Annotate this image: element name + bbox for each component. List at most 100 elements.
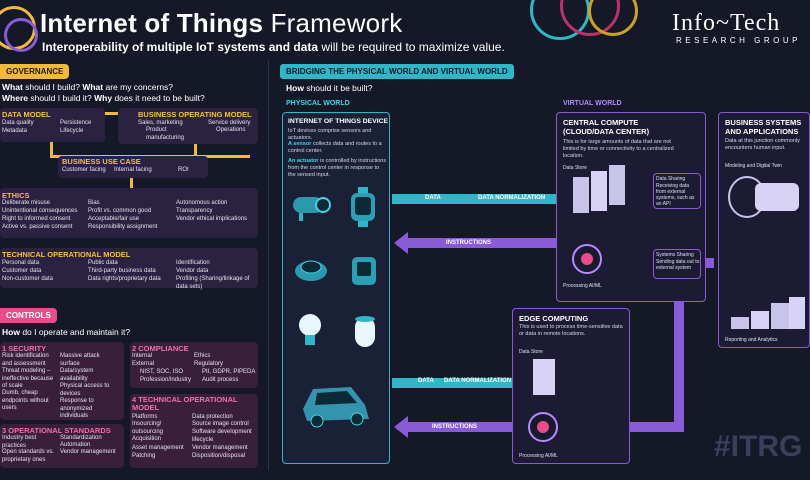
controls-tab: CONTROLS (0, 308, 57, 323)
governance-question-1: What should I build? What are my concern… (2, 82, 173, 93)
subtitle-bold: Interoperability of multiple IoT systems… (42, 40, 319, 54)
vertical-divider (268, 60, 269, 470)
controls-question: How do I operate and maintain it? (2, 327, 130, 338)
edge-computing-title: EDGE COMPUTING (519, 314, 589, 323)
security-item: Dumb, cheap endpoints without users (2, 390, 49, 411)
smart-speaker-icon (355, 316, 375, 347)
reporting-label: Reporting and Analytics (725, 337, 778, 343)
data-model-item: Persistence (60, 120, 92, 126)
data-model-item: Metadata (2, 128, 28, 134)
business-systems-title: BUSINESS SYSTEMS AND APPLICATIONS (725, 118, 802, 136)
tracker-icon (352, 257, 376, 285)
central-compute-title: CENTRAL COMPUTE (CLOUD/DATA CENTER) (563, 118, 650, 136)
operational-standards-box: 3 OPERATIONAL STANDARDS Industry best pr… (0, 424, 124, 468)
business-operating-model-title: BUSINESS OPERATING MODEL (138, 110, 252, 119)
q-how: How (2, 327, 20, 337)
compliance-title: 2 COMPLIANCE (132, 344, 189, 353)
virtual-world-label: VIRTUAL WORLD (563, 100, 622, 107)
compliance-item: PII, GDPR, PIPEDA (202, 369, 256, 375)
compliance-box: 2 COMPLIANCE Internal Ethics External Re… (130, 342, 258, 388)
buc-item: ROI (178, 167, 189, 173)
instructions-label-top: INSTRUCTIONS (446, 240, 491, 246)
opstd-item: Open standards vs. proprietary ones (2, 449, 55, 463)
instructions-arrow-top (408, 238, 608, 248)
business-systems-text: Data at this junction commonly encounter… (725, 138, 800, 151)
connector-bar (130, 176, 133, 188)
security-item: Risk identification and assessment (2, 353, 49, 367)
ctrl-tom-item: Insourcing/ outsourcing (132, 421, 164, 435)
bom-item: Sales, marketing (138, 120, 183, 126)
autonomous-car-icon (303, 387, 369, 428)
subtitle-rest: will be required to maximize value. (318, 40, 505, 54)
edge-to-central-link (626, 422, 684, 432)
ctrl-tom-item: Disposition/disposal (192, 453, 246, 459)
security-item: Massive attack surface (60, 353, 100, 367)
ctrl-tom-title: 4 TECHNICAL OPERATIONAL MODEL (132, 395, 238, 412)
page-subtitle: Interoperability of multiple IoT systems… (42, 40, 505, 54)
instructions-arrow-bottom-head (394, 416, 408, 438)
business-systems-panel: BUSINESS SYSTEMS AND APPLICATIONS Data a… (718, 112, 810, 348)
gov-tom-item: Data rights/proprietary data (88, 276, 161, 282)
data-arrow-top (392, 194, 562, 204)
compliance-item: Profession/industry (140, 377, 192, 383)
ctrl-tom-item: Vendor management (192, 445, 248, 451)
page-title: Internet of Things Framework (40, 8, 402, 39)
connector-bar (98, 112, 118, 115)
ctrl-tom-item: Asset management (132, 445, 184, 451)
light-bulb-icon (299, 314, 321, 345)
systems-sharing-box: Systems Sharing Sending data out to exte… (653, 249, 701, 279)
logo-subtitle: RESEARCH GROUP (676, 36, 802, 45)
central-compute-text: This is for large amounts of data that a… (563, 139, 674, 159)
systems-sharing-title: Systems Sharing (656, 252, 694, 258)
operational-standards-title: 3 OPERATIONAL STANDARDS (2, 426, 111, 435)
gov-tom-item: Customer data (2, 268, 42, 274)
security-item: Data/system availability (60, 368, 94, 382)
governance-question-2: Where should I build it? Why does it nee… (2, 93, 205, 104)
actuator-label: An actuator (288, 158, 319, 164)
iot-sensor-text: A sensor collects data and routes to a c… (288, 141, 388, 155)
gov-tom-item: Personal data (2, 260, 40, 266)
data-sharing-title: Data Sharing (656, 176, 686, 182)
opstd-item: Automation (60, 442, 91, 448)
data-arrow-bottom (392, 378, 522, 388)
smartwatch-icon (351, 187, 375, 227)
compliance-item: NIST, SOC, ISO (140, 369, 184, 375)
title-light: Framework (270, 8, 403, 38)
ethics-item: Active vs. passive consent (2, 224, 73, 230)
q-what-1: What (2, 82, 23, 92)
camera-icon (293, 197, 331, 221)
iot-device-text: IoT devices comprise sensors and actuato… (288, 128, 372, 141)
edge-to-central-arrow (674, 290, 684, 430)
ctrl-tom-item: Patching (132, 453, 156, 459)
compliance-item: Ethics (194, 353, 211, 359)
gov-tom-item: Third-party business data (88, 268, 156, 274)
central-compute-panel: CENTRAL COMPUTE (CLOUD/DATA CENTER) This… (556, 112, 706, 302)
ethics-item: Transparency (176, 208, 213, 214)
ctrl-tom-item: Data protection (192, 414, 233, 420)
ethics-item: Responsibility assignment (88, 224, 158, 230)
gov-tom-title: TECHNICAL OPERATIONAL MODEL (2, 250, 131, 259)
q-text-2: are my concerns? (103, 82, 174, 92)
instructions-label-bottom: INSTRUCTIONS (432, 424, 477, 430)
connector-bar (50, 140, 53, 158)
bom-item: Operations (216, 127, 246, 133)
business-use-case-box: BUSINESS USE CASE Customer facing Intern… (58, 156, 208, 178)
business-use-case-title: BUSINESS USE CASE (62, 157, 141, 166)
iot-actuator-text: An actuator is controlled by instruction… (288, 158, 388, 179)
ethics-item: Unintentional consequences (2, 208, 78, 214)
data-model-box: DATA MODEL Data quality Persistence Meta… (0, 108, 105, 142)
gov-tom-item: Non-customer data (2, 276, 54, 282)
gov-tom-item: Vendor data (176, 268, 209, 274)
sensor-label: A sensor (288, 141, 312, 147)
server-rack-icon (573, 165, 625, 213)
gov-tom-item: Profiling (Sharing/linkage of data sets) (176, 276, 250, 290)
opstd-item: Vendor management (60, 449, 116, 455)
compliance-item: Audit process (202, 377, 239, 383)
business-operating-model-box: BUSINESS OPERATING MODEL Sales, marketin… (118, 108, 258, 144)
decorative-circle-purple (4, 18, 38, 52)
connector-bar (194, 140, 197, 158)
compliance-item: Regulatory (194, 361, 224, 367)
q-where: Where (2, 93, 28, 103)
data-normalization-label-bottom: DATA NORMALIZATION (444, 378, 512, 384)
ethics-box: ETHICS Deliberate misuse Bias Autonomous… (0, 188, 258, 238)
